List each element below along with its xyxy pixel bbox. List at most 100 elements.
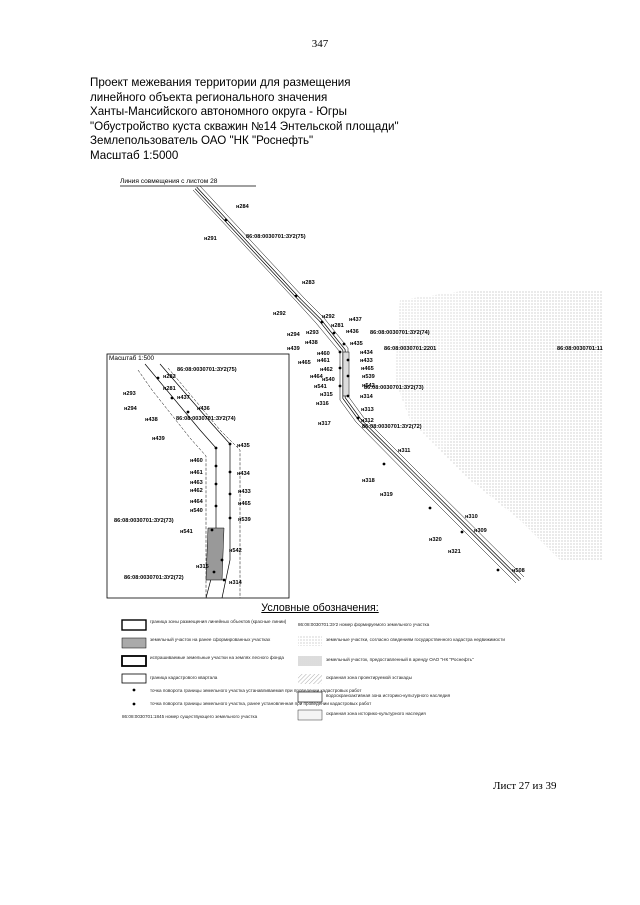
svg-text:земельный участок на ранее сфо: земельный участок на ранее сформированны… <box>150 636 271 642</box>
svg-text:н465: н465 <box>298 360 311 366</box>
svg-text:н282: н282 <box>163 374 176 380</box>
inset-shaded-plot <box>205 527 225 581</box>
title-line-3: Ханты-Мансийского автономного округа - Ю… <box>90 105 347 119</box>
title-line-1: Проект межевания территории для размещен… <box>90 76 351 89</box>
main-map-labels: н284 н291 86:08:0030701:ЗУ2(75) н283 н29… <box>204 204 603 574</box>
svg-text:н318: н318 <box>362 478 375 484</box>
svg-text:н539: н539 <box>362 374 375 380</box>
svg-text:н435: н435 <box>237 443 250 449</box>
svg-text:водоохраноактивная зона истори: водоохраноактивная зона историко-культур… <box>326 693 451 698</box>
svg-text:н438: н438 <box>305 340 318 346</box>
svg-text:н542: н542 <box>229 548 242 554</box>
svg-text:н436: н436 <box>346 329 359 335</box>
svg-text:охранная зона историко-культур: охранная зона историко-культурного насле… <box>326 711 426 716</box>
inset-scale: Масштаб 1:500 <box>109 354 155 362</box>
title-line-6: Масштаб 1:5000 <box>90 148 179 162</box>
svg-text:н462: н462 <box>320 367 333 373</box>
svg-text:86:08:0030701:ЗУ2(74): 86:08:0030701:ЗУ2(74) <box>176 416 236 422</box>
svg-text:н541: н541 <box>314 384 327 390</box>
svg-text:н292: н292 <box>273 311 286 317</box>
svg-text:н310: н310 <box>465 514 478 520</box>
svg-text:н321: н321 <box>448 549 461 555</box>
svg-text:н541: н541 <box>180 529 193 535</box>
svg-text:86:08:0030701:ЗУ2(75): 86:08:0030701:ЗУ2(75) <box>177 367 237 373</box>
svg-text:н461: н461 <box>190 470 203 476</box>
svg-text:н437: н437 <box>177 395 190 401</box>
svg-text:н465: н465 <box>361 366 374 372</box>
svg-text:н294: н294 <box>287 332 301 338</box>
svg-text:н309: н309 <box>474 528 487 534</box>
svg-text:86:08:0030701:11: 86:08:0030701:11 <box>557 346 603 352</box>
svg-text:н313: н313 <box>361 407 374 413</box>
svg-text:86:08:0030701:ЗУ2(75): 86:08:0030701:ЗУ2(75) <box>246 234 306 240</box>
svg-text:н508: н508 <box>512 568 525 574</box>
svg-text:н437: н437 <box>349 317 362 323</box>
svg-text:86:08:0030701:2201: 86:08:0030701:2201 <box>384 346 436 352</box>
sheet-number: Лист 27 из 39 <box>493 780 557 792</box>
svg-text:земельные участки, согласно св: земельные участки, согласно сведениям го… <box>326 637 505 642</box>
svg-text:испрашиваемые земельные участк: испрашиваемые земельные участки на земля… <box>150 655 284 660</box>
svg-text:точка поворота границы земельн: точка поворота границы земельного участк… <box>150 701 372 706</box>
svg-text:н542: н542 <box>362 383 375 389</box>
svg-text:н283: н283 <box>302 280 315 286</box>
legend-right: 86:08:0030701:ЗУ2 номер формируемого зем… <box>297 622 505 721</box>
svg-text:н540: н540 <box>322 377 335 383</box>
svg-text:86:08:0030701:ЗУ2 номер формир: 86:08:0030701:ЗУ2 номер формируемого зем… <box>298 622 430 627</box>
document-title: Проект межевания территории для размещен… <box>90 76 510 164</box>
svg-text:н438: н438 <box>145 417 158 423</box>
dotted-plot-area-west <box>395 290 470 450</box>
svg-text:н540: н540 <box>190 508 203 514</box>
svg-text:граница зоны размещения линейн: граница зоны размещения линейных объекто… <box>150 618 287 624</box>
svg-text:86:08:0030701:ЗУ2(72): 86:08:0030701:ЗУ2(72) <box>124 575 184 581</box>
svg-text:н314: н314 <box>360 394 374 400</box>
svg-text:н539: н539 <box>238 517 251 523</box>
svg-text:н434: н434 <box>237 471 251 477</box>
svg-text:н433: н433 <box>238 489 251 495</box>
svg-text:н319: н319 <box>380 492 393 498</box>
svg-text:н315: н315 <box>320 392 333 398</box>
svg-text:н284: н284 <box>236 204 250 210</box>
dotted-plot-area <box>440 290 602 560</box>
inset-frame <box>106 353 290 599</box>
svg-text:н312: н312 <box>361 418 374 424</box>
svg-text:н281: н281 <box>331 323 344 329</box>
svg-text:н317: н317 <box>318 421 331 427</box>
plot-strip <box>342 351 350 397</box>
svg-text:н434: н434 <box>360 350 374 356</box>
svg-text:граница кадастрового квартала: граница кадастрового квартала <box>150 675 218 680</box>
svg-text:охранная зона проектируемой эс: охранная зона проектируемой эстакады <box>326 674 412 680</box>
svg-text:н311: н311 <box>398 448 410 454</box>
svg-text:н463: н463 <box>190 480 203 486</box>
svg-text:н294: н294 <box>124 406 138 412</box>
legend-left: граница зоны размещения линейных объекто… <box>121 618 372 719</box>
svg-text:н281: н281 <box>163 386 176 392</box>
svg-text:86:08:0030701:ЗУ2(73): 86:08:0030701:ЗУ2(73) <box>114 518 174 524</box>
svg-text:н460: н460 <box>317 351 330 357</box>
svg-text:н461: н461 <box>317 358 330 364</box>
alignment-line-label: Линия совмещения с листом 28 <box>120 178 218 185</box>
boundary-points <box>224 218 500 572</box>
svg-text:н433: н433 <box>360 358 373 364</box>
svg-text:н291: н291 <box>204 236 217 242</box>
svg-text:н439: н439 <box>152 436 165 442</box>
svg-text:н435: н435 <box>350 341 363 347</box>
svg-text:н315: н315 <box>196 564 209 570</box>
svg-text:86:08:0030701:ЗУ2(73): 86:08:0030701:ЗУ2(73) <box>364 385 424 391</box>
svg-text:н292: н292 <box>322 314 335 320</box>
svg-text:86:08:0030701:1845 номер сущес: 86:08:0030701:1845 номер существующего з… <box>122 714 258 719</box>
svg-text:н439: н439 <box>287 346 300 352</box>
svg-text:86:08:0030701:ЗУ2(74): 86:08:0030701:ЗУ2(74) <box>370 330 430 336</box>
svg-text:н293: н293 <box>306 330 319 336</box>
title-line-5: Землепользователь ОАО "НК "Роснефть" <box>90 134 314 148</box>
title-line-4: "Обустройство куста скважин №14 Энтельск… <box>90 119 399 133</box>
title-line-2: линейного объекта регионального значения <box>90 90 328 104</box>
page-number: 347 <box>311 38 329 50</box>
svg-text:н293: н293 <box>123 391 136 397</box>
svg-text:н316: н316 <box>316 401 329 407</box>
svg-text:точка поворота границы земельн: точка поворота границы земельного участк… <box>150 688 362 693</box>
inset-labels: 86:08:0030701:ЗУ2(75) н282 н281 н293 н43… <box>114 367 251 586</box>
svg-text:н464: н464 <box>190 499 204 505</box>
svg-text:н314: н314 <box>229 580 243 586</box>
svg-text:н464: н464 <box>310 374 324 380</box>
